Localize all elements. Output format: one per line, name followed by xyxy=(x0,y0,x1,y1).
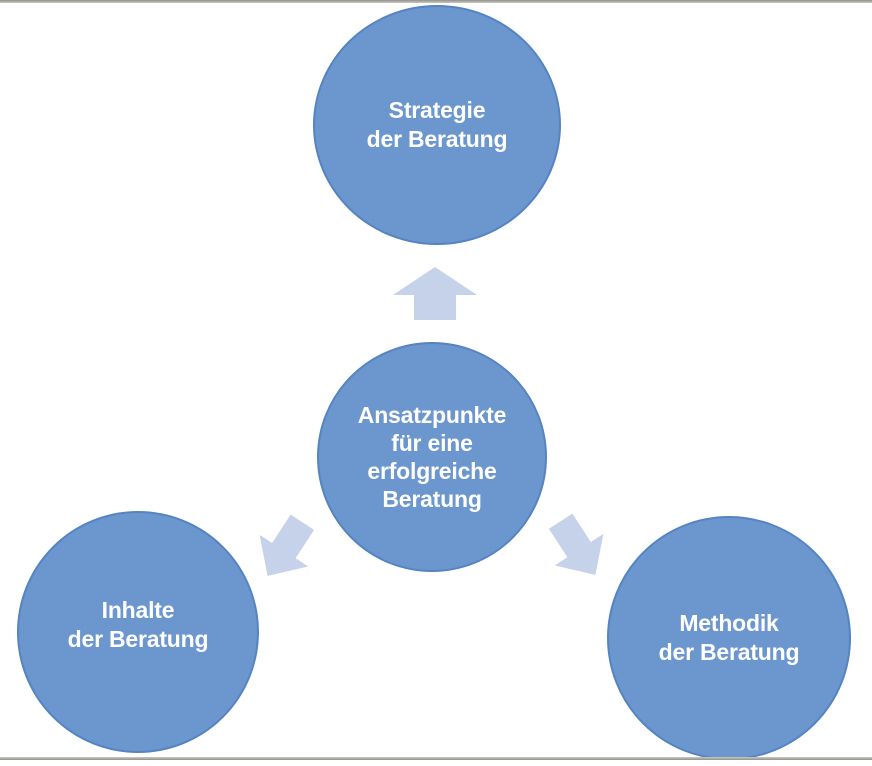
node-label: Ansatzpunkte für eine erfolgreiche Berat… xyxy=(357,401,507,513)
top-rule xyxy=(0,0,872,3)
label-line: der Beratung xyxy=(67,626,209,652)
label-line: Inhalte xyxy=(101,597,175,623)
node-methodik-der-beratung: Methodik der Beratung xyxy=(607,516,851,760)
node-label: Methodik der Beratung xyxy=(659,609,800,667)
node-strategie-der-beratung: Strategie der Beratung xyxy=(313,5,561,245)
node-inhalte-der-beratung: Inhalte der Beratung xyxy=(17,511,259,753)
label-line: Ansatzpunkte xyxy=(357,402,507,428)
label-line: erfolgreiche xyxy=(367,458,497,484)
block-arrow-down-right-icon xyxy=(548,513,604,575)
label-line: der Beratung xyxy=(658,639,800,665)
label-line: für eine xyxy=(391,430,473,456)
label-line: Beratung xyxy=(382,486,482,512)
node-label: Inhalte der Beratung xyxy=(68,596,209,654)
node-label: Strategie der Beratung xyxy=(367,96,508,154)
bottom-rule xyxy=(0,757,872,760)
node-ansatzpunkte: Ansatzpunkte für eine erfolgreiche Berat… xyxy=(317,342,547,572)
block-arrow-up-icon xyxy=(393,267,477,320)
label-line: Methodik xyxy=(679,610,779,636)
block-arrow-down-left-icon xyxy=(259,514,315,576)
label-line: der Beratung xyxy=(366,126,508,152)
label-line: Strategie xyxy=(388,97,486,123)
